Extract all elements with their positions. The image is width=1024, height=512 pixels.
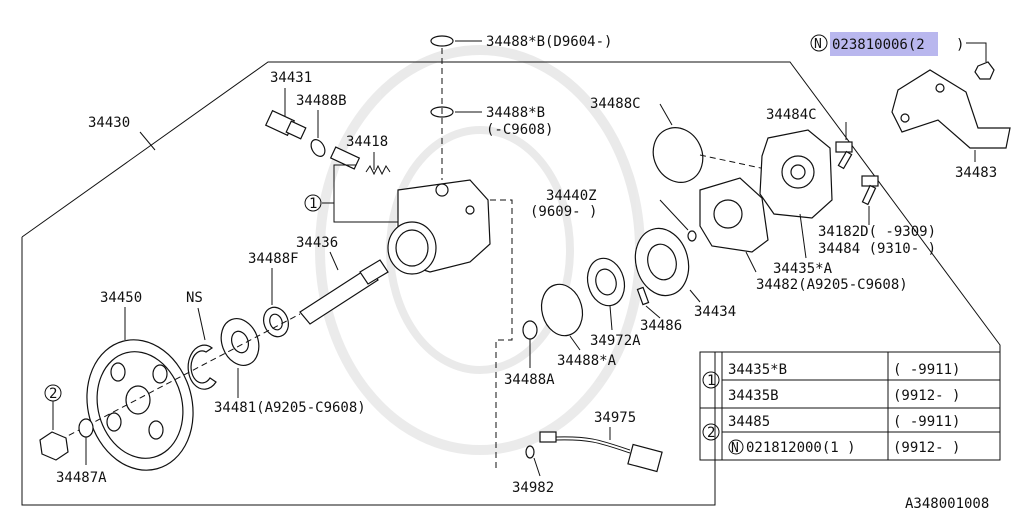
o-ring-34488A-star (540, 283, 584, 337)
label-34488A: 34488A (504, 372, 555, 388)
gasket-34482 (699, 177, 769, 253)
washer-34487A (78, 418, 94, 438)
shaft-34436 (299, 259, 389, 325)
label-34488C: 34488C (590, 96, 641, 112)
table-row-3-range: ( -9911) (893, 414, 960, 430)
label-34484: 34484 (9310- ) (818, 241, 936, 257)
pulley-34450 (86, 339, 194, 471)
label-34418: 34418 (346, 134, 388, 150)
table-row-1-range: ( -9911) (893, 362, 960, 378)
pin-34440Z (687, 230, 697, 242)
table-callout-1-circle (702, 371, 720, 389)
o-ring-34488B-top (430, 35, 454, 47)
label-34436: 34436 (296, 235, 338, 251)
label-34482: 34482(A9205-C9608) (756, 277, 908, 293)
label-34488B-mid: 34488*B (486, 105, 545, 121)
callout-1: 1 (309, 196, 317, 212)
washer-34982 (525, 445, 535, 459)
cam-ring-34434 (634, 227, 690, 297)
table-row-2-range: (9912- ) (893, 388, 960, 404)
bracket-34483 (891, 69, 1011, 149)
pressure-switch-34975 (539, 431, 663, 473)
o-ring-34488A (522, 320, 538, 340)
table-row-3-part: 34485 (728, 414, 770, 430)
label-34488B-mid-range: (-C9608) (486, 122, 553, 138)
label-34440Z: 34440Z (546, 188, 597, 204)
o-ring-34488B (310, 139, 326, 157)
label-34440Z-range: (9609- ) (530, 204, 597, 220)
bolt-34182D (861, 175, 879, 206)
table-row-4-range: (9912- ) (893, 440, 960, 456)
callout-1-circle (304, 194, 322, 212)
n-mark-circle (810, 34, 828, 52)
table-callout-2-circle (702, 423, 720, 441)
nut-2 (39, 431, 69, 461)
callout-2: 2 (49, 386, 57, 402)
table-n-mark: N (731, 441, 739, 456)
n-mark: N (814, 37, 822, 52)
table-callout-1: 1 (707, 373, 715, 389)
applicability-table: 1 2 34435*B ( -9911) 34435B (9912- ) 344… (699, 351, 1001, 461)
label-34450: 34450 (100, 290, 142, 306)
o-ring-34488C (652, 127, 704, 183)
label-34434: 34434 (694, 304, 736, 320)
plate-34972A (586, 257, 626, 307)
label-34975: 34975 (594, 410, 636, 426)
label-34982: 34982 (512, 480, 554, 496)
table-row-4-part: 021812000(1 ) (746, 440, 856, 456)
label-ns: NS (186, 290, 203, 306)
top-right-partno-paren: ) (956, 37, 964, 53)
table-n-mark-circle (728, 439, 744, 455)
bearing-34481 (220, 318, 260, 366)
sensor-34431 (264, 109, 307, 140)
label-34486: 34486 (640, 318, 682, 334)
label-34972A: 34972A (590, 333, 641, 349)
axis-dashed-pulley (59, 313, 301, 441)
label-34481: 34481(A9205-C9608) (214, 400, 366, 416)
table-row-2-part: 34435B (728, 388, 779, 404)
label-34488F: 34488F (248, 251, 299, 267)
label-34484C: 34484C (766, 107, 817, 123)
nut-icon (974, 61, 995, 80)
snap-ring-ns (187, 344, 217, 390)
label-34488B: 34488B (296, 93, 347, 109)
axis-dashed-rear (490, 199, 513, 470)
assembly-boundary (21, 61, 1001, 352)
label-34487A: 34487A (56, 470, 107, 486)
rear-cover-34435A (759, 129, 833, 219)
label-34488B-top: 34488*B(D9604-) (486, 34, 612, 50)
highlight-partno (830, 32, 938, 56)
label-34430: 34430 (88, 115, 130, 131)
table-callout-2: 2 (707, 425, 715, 441)
bolt-34484C (835, 141, 853, 170)
axis-dashed-cover (699, 154, 771, 171)
label-34435A: 34435*A (773, 261, 833, 277)
label-34182D: 34182D( -9309) (818, 224, 936, 240)
label-34431: 34431 (270, 70, 312, 86)
diagram-id: A348001008 (905, 496, 989, 512)
label-34488A-star: 34488*A (557, 353, 617, 369)
top-right-partno: 023810006(2 (832, 37, 925, 53)
valve-spring-34418 (329, 146, 391, 176)
label-34483: 34483 (955, 165, 997, 181)
table-row-1-part: 34435*B (728, 362, 787, 378)
pump-housing (387, 179, 491, 275)
pin-34486 (636, 286, 650, 306)
